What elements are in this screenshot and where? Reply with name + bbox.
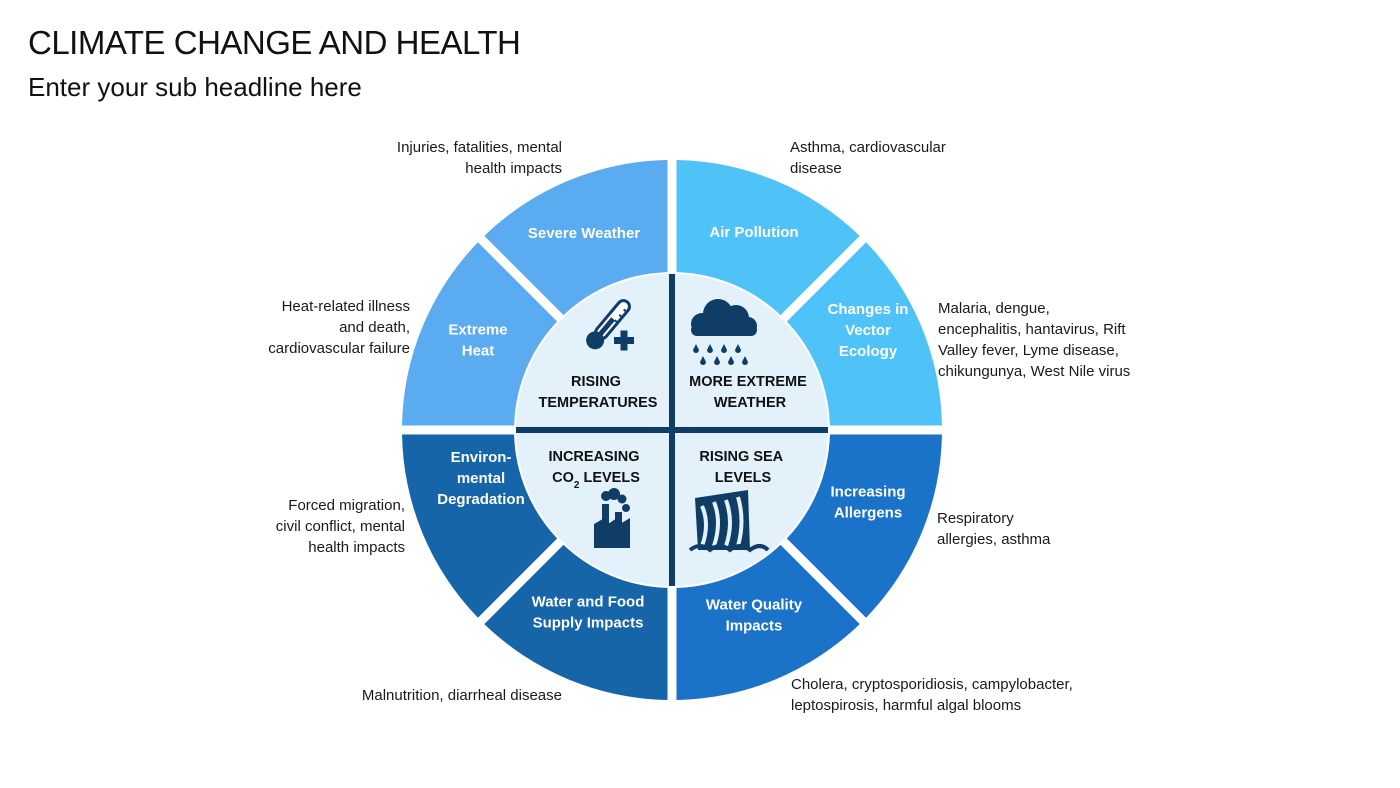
note-extreme-heat: Heat-related illness and death, cardiova…	[268, 298, 410, 357]
segment-label-severe-weather: Severe Weather	[528, 225, 640, 242]
note-water-quality: Cholera, cryptosporidiosis, campylobacte…	[791, 676, 1073, 714]
segment-extreme-heat	[402, 242, 558, 426]
thermometer-plus-icon	[586, 299, 634, 351]
factory-icon	[594, 488, 630, 548]
segment-label-air-pollution: Air Pollution	[709, 224, 798, 241]
center-divider-horizontal	[516, 427, 828, 433]
page-title: CLIMATE CHANGE AND HEALTH	[28, 24, 521, 61]
segment-water-food	[484, 544, 668, 700]
center-label-top-left: RISING TEMPERATURES	[539, 374, 658, 411]
note-allergens: Respiratory allergies, asthma	[937, 510, 1051, 548]
rain-cloud-icon	[691, 299, 757, 365]
center-label-bottom-right: RISING SEA LEVELS	[699, 449, 786, 486]
note-severe-weather: Injuries, fatalities, mental health impa…	[396, 139, 562, 177]
page-subtitle: Enter your sub headline here	[28, 72, 362, 102]
segment-air-pollution	[676, 160, 860, 316]
segment-allergens	[786, 434, 942, 618]
segment-environmental-degradation	[402, 434, 558, 618]
note-water-food: Malnutrition, diarrheal disease	[361, 687, 562, 704]
note-environmental-degradation: Forced migration, civil conflict, mental…	[275, 497, 405, 556]
segment-water-quality	[676, 544, 860, 700]
center-label-top-right: MORE EXTREME WEATHER	[689, 374, 811, 411]
note-vector-ecology: Malaria, dengue, encephalitis, hantaviru…	[938, 300, 1131, 380]
center-circle: RISING TEMPERATURES MORE EXTREME WEATHER…	[516, 274, 828, 586]
note-air-pollution: Asthma, cardiovascular disease	[790, 139, 946, 177]
center-label-bottom-left: INCREASING CO2 LEVELS	[548, 449, 643, 491]
segment-vector-ecology	[786, 242, 942, 426]
sea-wall-icon	[688, 490, 770, 553]
segment-severe-weather	[484, 160, 668, 316]
